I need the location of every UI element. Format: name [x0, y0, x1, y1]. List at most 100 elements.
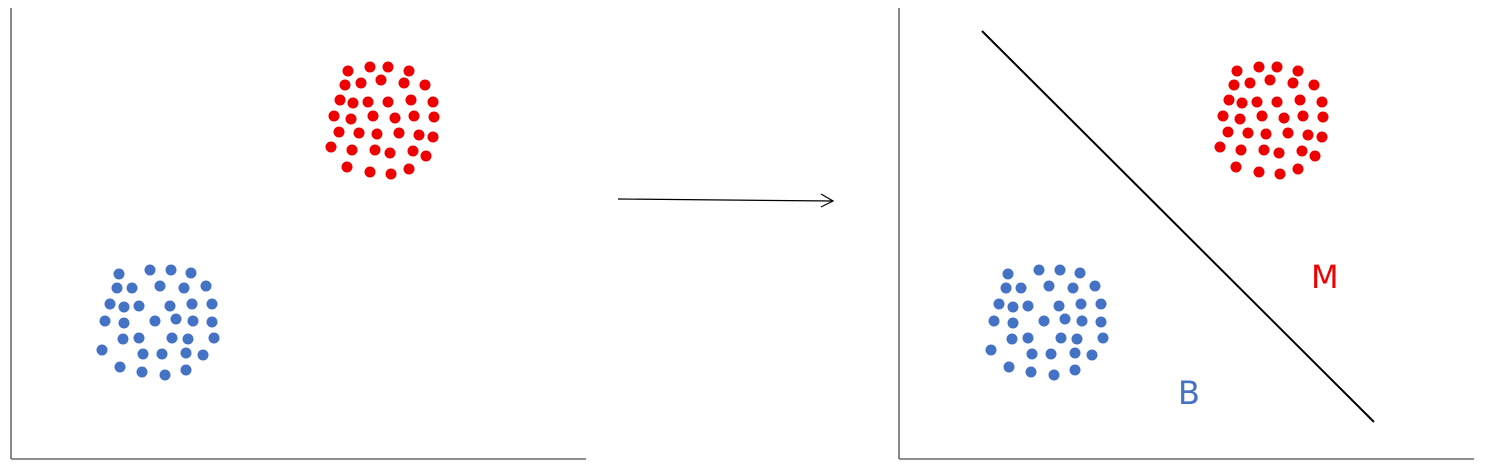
data-point — [1053, 300, 1065, 312]
data-point — [154, 280, 166, 292]
data-point — [1045, 348, 1057, 360]
data-point — [1048, 369, 1060, 381]
data-point — [1223, 94, 1235, 106]
data-point — [1230, 161, 1242, 173]
data-point — [126, 282, 138, 294]
data-point — [1095, 316, 1107, 328]
data-point — [1069, 347, 1081, 359]
data-point — [1007, 317, 1019, 329]
data-point — [1317, 111, 1329, 123]
data-point — [1033, 264, 1045, 276]
data-point — [341, 161, 353, 173]
data-point — [342, 65, 354, 77]
data-point — [1015, 282, 1027, 294]
data-point — [428, 111, 440, 123]
data-point — [1022, 300, 1034, 312]
data-point — [186, 298, 198, 310]
arrow-shaft — [617, 198, 834, 202]
data-point — [1251, 96, 1263, 108]
data-point — [1308, 79, 1320, 91]
data-point — [99, 315, 111, 327]
data-point — [1038, 315, 1050, 327]
data-point — [362, 96, 374, 108]
data-point — [1274, 168, 1286, 180]
data-point — [369, 144, 381, 156]
data-point — [1244, 77, 1256, 89]
data-point — [364, 61, 376, 73]
data-point — [133, 332, 145, 344]
data-point — [1097, 332, 1109, 344]
data-point — [1002, 268, 1014, 280]
decision-boundary-line — [981, 30, 1375, 423]
data-point — [1075, 298, 1087, 310]
data-point — [1278, 112, 1290, 124]
data-point — [1086, 349, 1098, 361]
data-point — [985, 344, 997, 356]
data-point — [1089, 280, 1101, 292]
data-point — [1231, 65, 1243, 77]
data-point — [118, 317, 130, 329]
data-point — [178, 282, 190, 294]
data-point — [1256, 110, 1268, 122]
data-point — [137, 348, 149, 360]
data-point — [180, 347, 192, 359]
right-red-cluster — [1214, 61, 1329, 180]
data-point — [371, 128, 383, 140]
data-point — [345, 113, 357, 125]
data-point — [1067, 282, 1079, 294]
data-point — [334, 94, 346, 106]
data-point — [346, 144, 358, 156]
data-point — [159, 369, 171, 381]
data-point — [1074, 267, 1086, 279]
data-point — [408, 110, 420, 122]
data-point — [1235, 144, 1247, 156]
data-point — [1253, 166, 1265, 178]
data-point — [1095, 298, 1107, 310]
data-point — [988, 315, 1000, 327]
data-point — [180, 364, 192, 376]
data-point — [367, 110, 379, 122]
data-point — [1043, 280, 1055, 292]
data-point — [427, 96, 439, 108]
data-point — [144, 264, 156, 276]
right-panel: M B — [898, 8, 1474, 460]
data-point — [403, 163, 415, 175]
data-point — [1026, 348, 1038, 360]
data-point — [420, 150, 432, 162]
data-point — [1287, 77, 1299, 89]
data-point — [1076, 315, 1088, 327]
data-point — [1316, 96, 1328, 108]
data-point — [347, 97, 359, 109]
data-point — [118, 301, 130, 313]
data-point — [187, 315, 199, 327]
data-point — [96, 344, 108, 356]
data-point — [1264, 74, 1276, 86]
data-point — [1260, 128, 1272, 140]
data-point — [1292, 163, 1304, 175]
data-point — [1069, 364, 1081, 376]
data-point — [1054, 264, 1066, 276]
data-point — [1007, 301, 1019, 313]
data-point — [382, 61, 394, 73]
data-point — [206, 316, 218, 328]
data-point — [1297, 110, 1309, 122]
data-point — [1059, 313, 1071, 325]
left-red-cluster — [325, 61, 440, 180]
data-point — [165, 264, 177, 276]
data-point — [405, 94, 417, 106]
data-point — [1000, 282, 1012, 294]
data-point — [149, 315, 161, 327]
data-point — [1214, 141, 1226, 153]
data-point — [133, 300, 145, 312]
data-point — [328, 110, 340, 122]
data-point — [206, 298, 218, 310]
data-point — [114, 361, 126, 373]
data-point — [355, 77, 367, 89]
data-point — [1302, 129, 1314, 141]
data-point — [993, 298, 1005, 310]
data-point — [1025, 366, 1037, 378]
data-point — [182, 333, 194, 345]
data-point — [375, 74, 387, 86]
data-point — [1271, 96, 1283, 108]
data-point — [1271, 61, 1283, 73]
